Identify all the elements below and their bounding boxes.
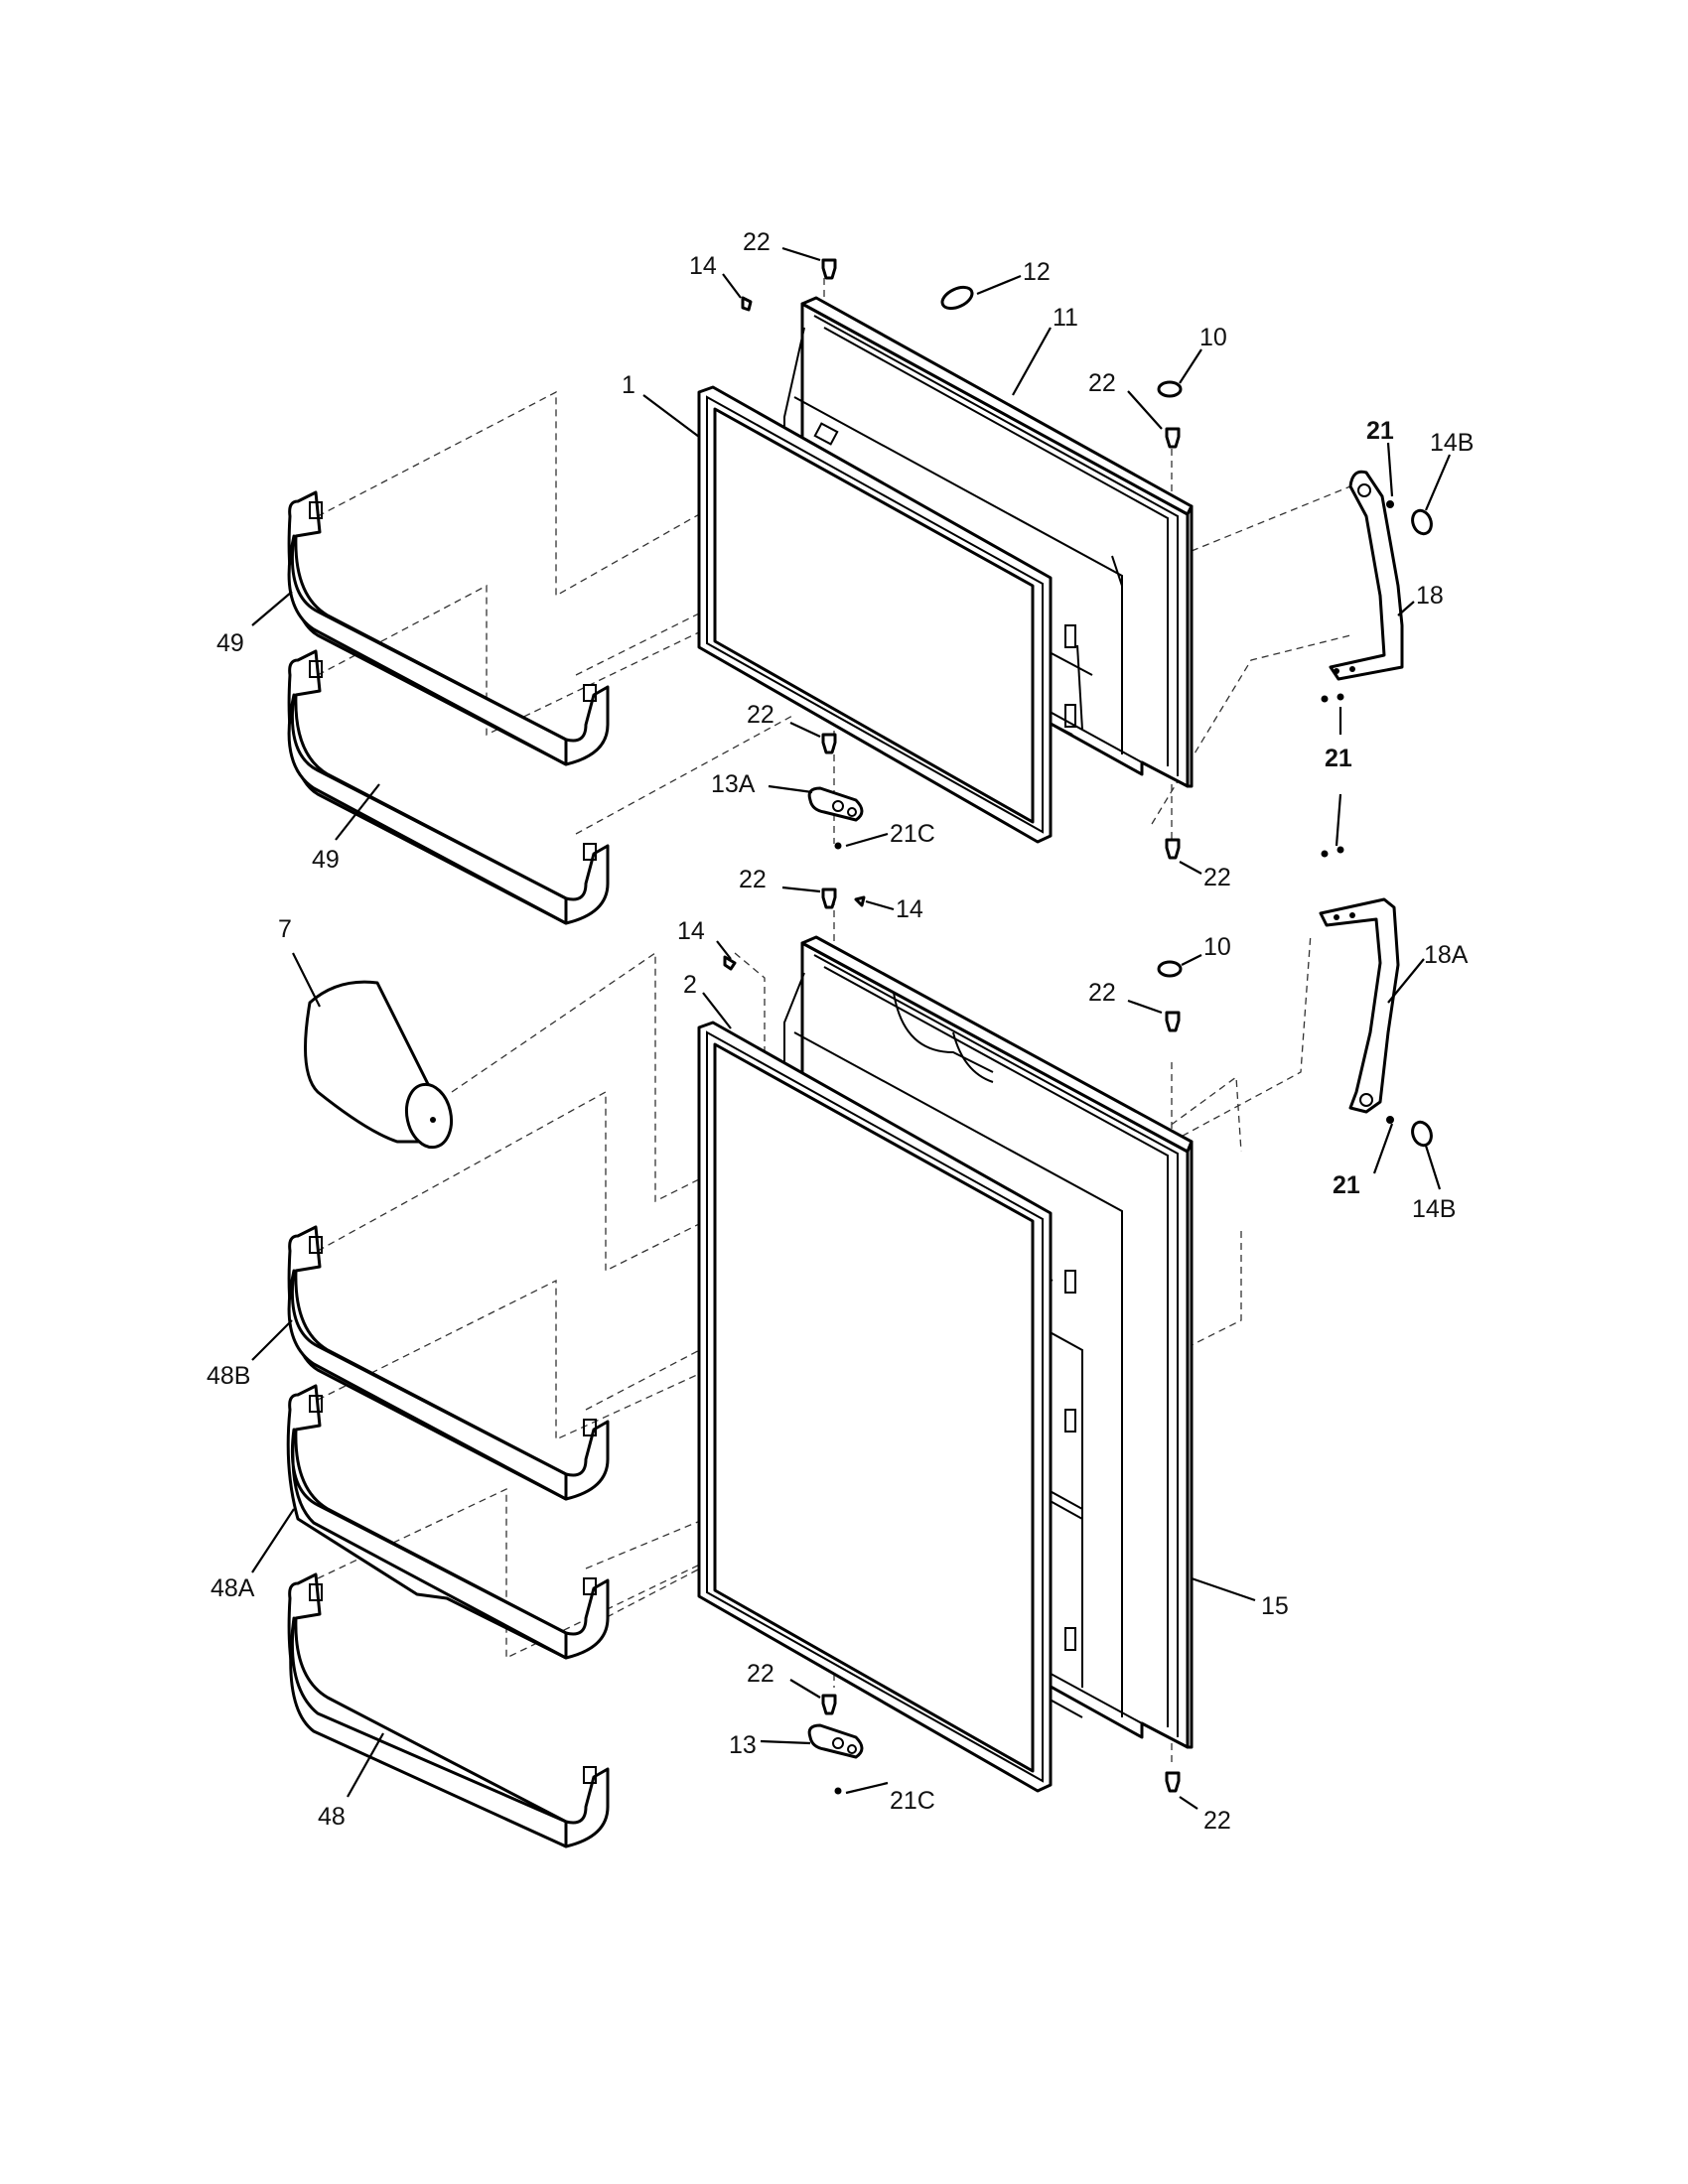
- label-part-48a: 48A: [211, 1574, 255, 1602]
- label-part-22: 22: [1203, 864, 1231, 891]
- door-bin-48a: [286, 1384, 610, 1660]
- label-part-22: 22: [747, 701, 774, 729]
- label-part-15: 15: [1261, 1592, 1289, 1620]
- label-part-21: 21: [1366, 417, 1394, 445]
- label-part-22: 22: [739, 866, 767, 893]
- label-part-22: 22: [743, 228, 771, 256]
- label-part-7: 7: [278, 915, 292, 943]
- label-part-21: 21: [1333, 1171, 1360, 1199]
- label-part-22: 22: [1203, 1807, 1231, 1835]
- fresh-food-gasket-2: [697, 1021, 1053, 1793]
- leader-lines: [251, 246, 1452, 1810]
- label-part-14b: 14B: [1430, 429, 1474, 457]
- label-part-11: 11: [1053, 304, 1078, 332]
- label-part-21c: 21C: [890, 820, 935, 848]
- hinge-13a: [807, 786, 864, 822]
- label-part-49: 49: [216, 629, 244, 657]
- door-bin-49-upper: [287, 490, 610, 766]
- hardware: [723, 258, 1433, 1795]
- label-part-18: 18: [1416, 582, 1444, 610]
- label-part-21: 21: [1325, 745, 1352, 772]
- label-part-13: 13: [729, 1731, 757, 1759]
- label-part-22: 22: [1088, 979, 1116, 1007]
- dairy-bin-7: [304, 980, 454, 1150]
- handle-18a: [1319, 897, 1400, 1114]
- label-part-21c: 21C: [890, 1787, 935, 1815]
- door-bin-48: [287, 1572, 610, 1848]
- door-bin-48b: [287, 1225, 610, 1501]
- label-part-22: 22: [1088, 369, 1116, 397]
- hinge-13: [807, 1723, 864, 1759]
- label-part-1: 1: [622, 371, 635, 399]
- label-part-13a: 13A: [711, 770, 756, 798]
- label-part-48: 48: [318, 1803, 346, 1831]
- label-part-14b: 14B: [1412, 1195, 1456, 1223]
- label-part-49: 49: [312, 846, 340, 874]
- handle-18: [1329, 470, 1404, 681]
- door-bin-49-lower: [287, 649, 610, 925]
- freezer-gasket-1: [697, 385, 1053, 844]
- label-part-14: 14: [896, 895, 923, 923]
- label-part-2: 2: [683, 971, 697, 999]
- label-part-14: 14: [689, 252, 717, 280]
- label-part-14: 14: [677, 917, 705, 945]
- label-part-10: 10: [1203, 933, 1231, 961]
- label-part-18a: 18A: [1424, 941, 1469, 969]
- part-labels: 22 14 12 11 10 22 1 21 14B 18 49 22 21 1…: [207, 228, 1474, 1835]
- label-part-22: 22: [747, 1660, 774, 1688]
- label-part-48b: 48B: [207, 1362, 250, 1390]
- label-part-10: 10: [1199, 324, 1227, 351]
- label-part-12: 12: [1023, 258, 1051, 286]
